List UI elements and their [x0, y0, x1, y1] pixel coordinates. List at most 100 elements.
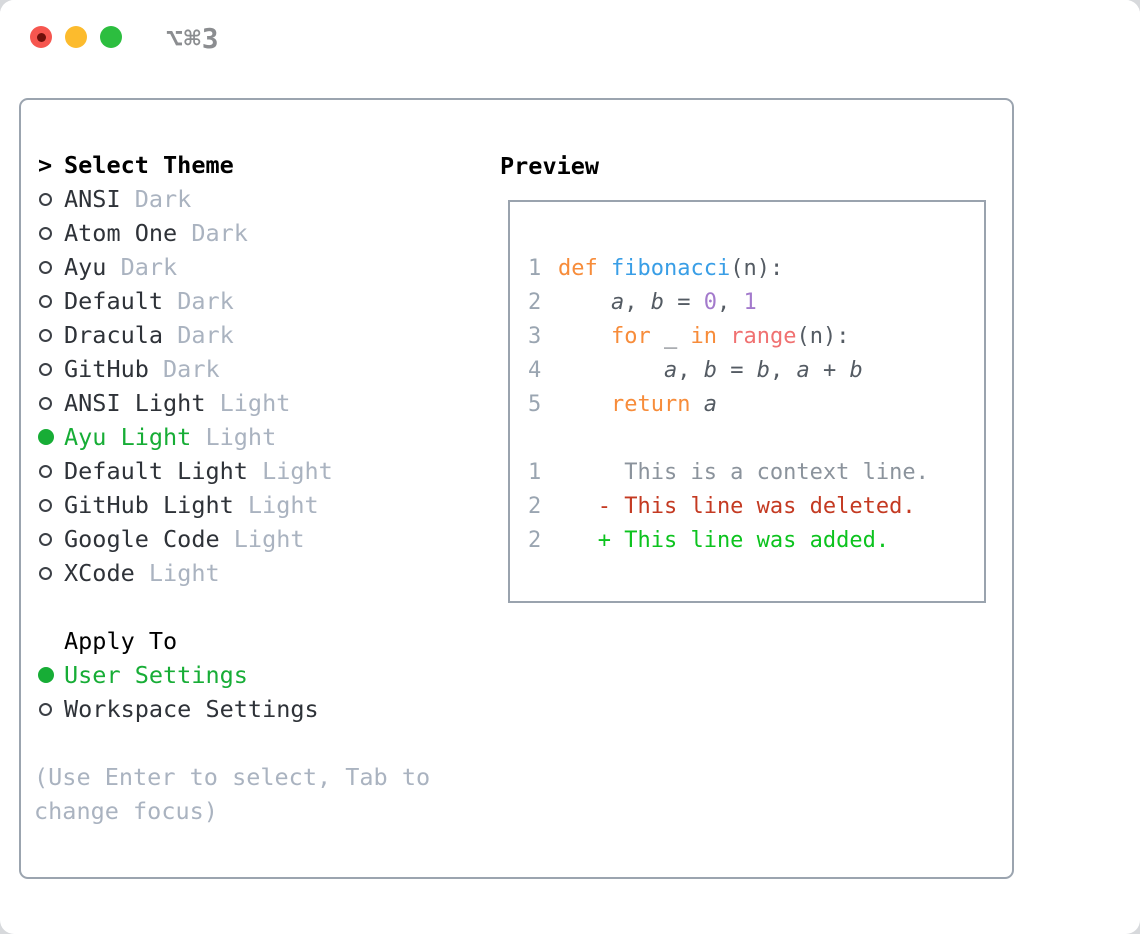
code-line: 2 - This line was deleted. [528, 489, 984, 523]
code-segment-num: 0 [703, 289, 717, 315]
minimize-button[interactable] [65, 26, 87, 48]
zoom-button[interactable] [100, 26, 122, 48]
selected-radio-icon [38, 667, 64, 683]
code-segment-plain: , [624, 289, 651, 315]
outline-circle-icon [39, 328, 52, 342]
outline-circle-icon [39, 226, 52, 240]
outline-circle-icon [39, 396, 52, 410]
outline-circle-icon [39, 566, 52, 580]
code-segment-var: b [703, 357, 717, 383]
code-segment-plain [558, 290, 611, 315]
theme-variant: Light [191, 423, 277, 451]
code-line [528, 421, 984, 455]
radio-icon [38, 294, 64, 308]
line-number: 4 [528, 357, 542, 383]
code-segment-kw: for [610, 323, 651, 349]
line-number: 1 [528, 459, 542, 485]
theme-item-ayu[interactable]: Ayu Dark [38, 250, 483, 284]
code-segment-add: + This line was added. [558, 527, 890, 553]
outline-circle-icon [39, 498, 52, 512]
keyboard-hint: (Use Enter to select, Tab to change focu… [34, 763, 431, 825]
radio-icon [38, 396, 64, 410]
filled-circle-icon [38, 667, 54, 683]
code-segment-kw: return [610, 391, 691, 417]
theme-item-dracula[interactable]: Dracula Dark [38, 318, 483, 352]
theme-item-ansi[interactable]: ANSI Dark [38, 182, 483, 216]
code-segment-kw: def [558, 255, 598, 281]
code-segment-num: 1 [743, 289, 757, 315]
theme-variant: Dark [148, 355, 220, 383]
code-segment-var: b [650, 289, 664, 315]
line-number: 3 [528, 323, 542, 349]
radio-icon [38, 702, 64, 716]
theme-item-github-light[interactable]: GitHub Light Light [38, 488, 483, 522]
outline-circle-icon [39, 362, 52, 376]
code-segment-del: - This line was deleted. [558, 493, 916, 519]
radio-icon [38, 498, 64, 512]
line-number: 2 [528, 527, 542, 553]
apply-option-label: User Settings [64, 661, 248, 689]
code-segment-ctx: This is a context line. [558, 459, 929, 485]
outline-circle-icon [39, 260, 52, 274]
theme-item-xcode[interactable]: XCode Light [38, 556, 483, 590]
code-segment-plain [690, 392, 703, 417]
theme-name: GitHub [64, 355, 149, 383]
theme-name: GitHub Light [64, 491, 234, 519]
theme-variant: Light [219, 525, 305, 553]
outline-circle-icon [39, 192, 52, 206]
theme-name: Ayu [64, 253, 107, 281]
theme-name: Ayu Light [64, 423, 192, 451]
code-segment-plain: = [716, 357, 757, 383]
code-segment-call: range [730, 323, 797, 349]
apply-option-workspace-settings[interactable]: Workspace Settings [38, 692, 483, 726]
theme-variant: Dark [163, 287, 234, 315]
code-segment-var: a [703, 391, 717, 417]
select-theme-heading-label: Select Theme [64, 151, 234, 179]
theme-name: Atom One [64, 219, 178, 247]
theme-name: Default [64, 287, 164, 315]
outline-circle-icon [39, 294, 52, 308]
code-line: 1 This is a context line. [528, 455, 984, 489]
code-segment-plain [558, 392, 611, 417]
theme-item-ayu-light[interactable]: Ayu Light Light [38, 420, 483, 454]
theme-variant: Dark [163, 321, 234, 349]
code-segment-kw: in [690, 323, 717, 349]
theme-name: Google Code [64, 525, 220, 553]
theme-item-ansi-light[interactable]: ANSI Light Light [38, 386, 483, 420]
code-segment-plain [717, 324, 730, 349]
code-line: 2 + This line was added. [528, 523, 984, 557]
radio-icon [38, 192, 64, 206]
code-line: 5 return a [528, 387, 984, 421]
apply-to-heading-label: Apply To [64, 627, 178, 655]
theme-item-default-light[interactable]: Default Light Light [38, 454, 483, 488]
theme-name: Dracula [64, 321, 164, 349]
close-modified-dot-icon [36, 32, 46, 42]
code-segment-plain [558, 324, 611, 349]
outline-circle-icon [39, 532, 52, 546]
code-segment-var: b [849, 357, 863, 383]
theme-item-default[interactable]: Default Dark [38, 284, 483, 318]
theme-item-google-code[interactable]: Google Code Light [38, 522, 483, 556]
theme-variant: Light [247, 457, 333, 485]
theme-item-atom-one[interactable]: Atom One Dark [38, 216, 483, 250]
code-segment-plain: , [716, 289, 744, 315]
radio-icon [38, 464, 64, 478]
code-segment-var: a [610, 289, 625, 315]
apply-to-heading: Apply To [38, 624, 483, 658]
radio-icon [38, 532, 64, 546]
radio-icon [38, 260, 64, 274]
filled-circle-icon [38, 429, 54, 445]
select-theme-heading: > Select Theme [38, 148, 483, 182]
code-segment-plain: (n): [796, 323, 850, 349]
close-button[interactable] [30, 26, 52, 48]
theme-item-github[interactable]: GitHub Dark [38, 352, 483, 386]
apply-option-user-settings[interactable]: User Settings [38, 658, 483, 692]
theme-variant: Light [233, 491, 319, 519]
apply-option-label: Workspace Settings [64, 695, 319, 723]
radio-icon [38, 328, 64, 342]
code-segment-plain: (n): [730, 255, 784, 281]
